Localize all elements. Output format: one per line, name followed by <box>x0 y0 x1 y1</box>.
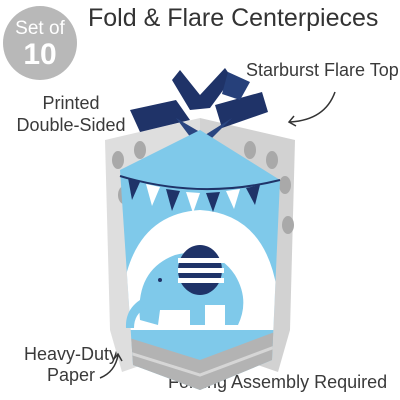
callout-left-line1: Printed <box>42 93 100 113</box>
arrow-starburst-head <box>287 115 297 127</box>
arrow-heavy-duty <box>99 354 119 379</box>
badge-set-label: Set of <box>15 17 65 39</box>
callout-printed-double-sided: Printed Double-Sided <box>6 93 136 136</box>
flare-petal-top <box>172 68 232 110</box>
flare-petal-right <box>215 92 268 128</box>
callout-heavy-duty-paper: Heavy-Duty Paper <box>6 344 136 385</box>
arrow-starburst <box>289 91 336 123</box>
badge-count: 10 <box>23 37 57 71</box>
flare-petal-back-right <box>222 72 250 100</box>
callout-left-line2: Double-Sided <box>16 114 126 135</box>
callout-bl-line2: Paper <box>46 364 96 385</box>
callout-bl-line1: Heavy-Duty <box>23 344 119 364</box>
elephant-eye <box>158 278 162 282</box>
front-panel <box>119 130 281 390</box>
banner-string <box>119 175 281 191</box>
callout-starburst-top: Starburst Flare Top <box>246 60 399 80</box>
page-title: Fold & Flare Centerpieces <box>88 4 379 32</box>
set-of-10-badge: Set of 10 <box>3 6 77 80</box>
starburst-flare-top <box>130 68 268 150</box>
elephant-illustration <box>125 245 244 328</box>
elephant-trunk <box>125 300 146 328</box>
arrow-heavy-duty-head <box>112 352 123 362</box>
pennant-banner <box>128 178 260 213</box>
flare-petal-left <box>130 100 190 132</box>
